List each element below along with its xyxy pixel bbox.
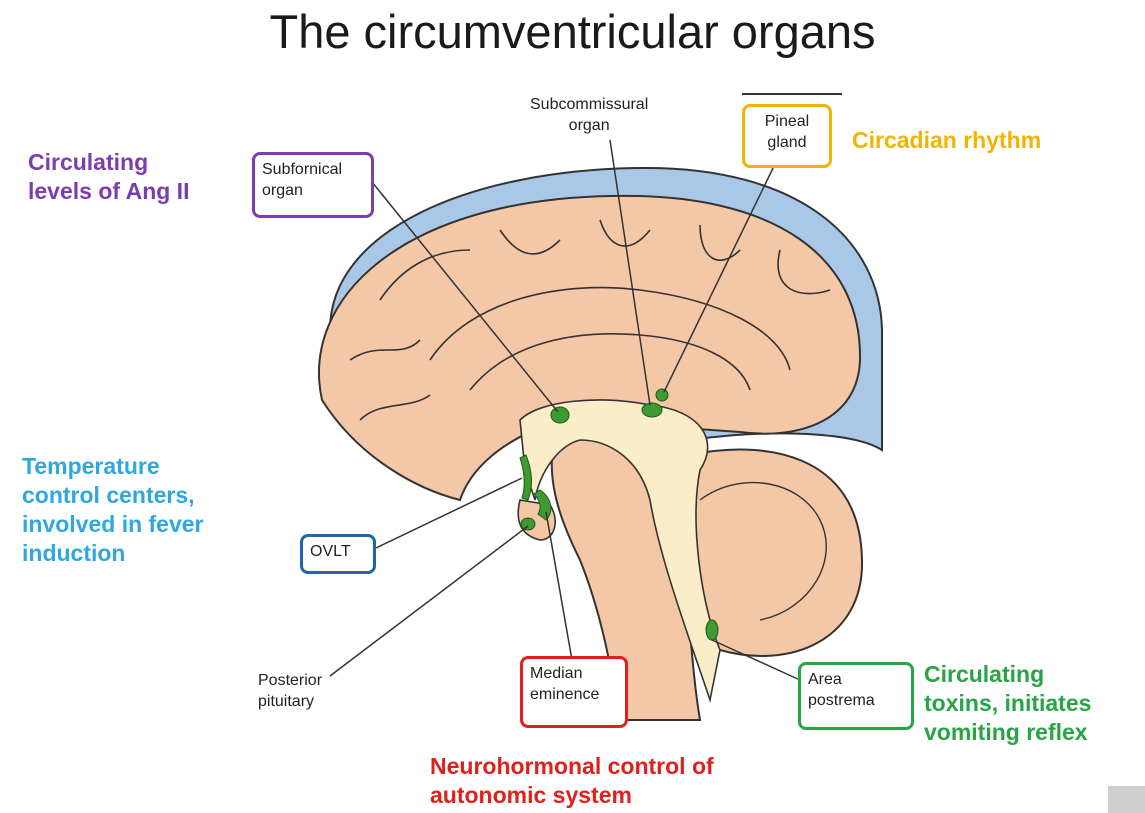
subcommissural-organ-mark bbox=[642, 403, 662, 417]
function-angii-line: levels of Ang II bbox=[28, 177, 189, 206]
label-line: organ bbox=[262, 180, 364, 201]
function-toxins-line: vomiting reflex bbox=[924, 718, 1091, 747]
label-line: Subcommissural bbox=[530, 94, 648, 115]
function-circadian: Circadian rhythm bbox=[852, 126, 1041, 155]
label-subcommissural-organ: Subcommissural organ bbox=[530, 94, 648, 136]
corner-watermark bbox=[1108, 786, 1145, 813]
function-neurohormonal-line: autonomic system bbox=[430, 781, 714, 810]
posterior-pituitary-mark bbox=[521, 518, 535, 530]
label-line: organ bbox=[530, 115, 648, 136]
label-line: Posterior bbox=[258, 670, 322, 691]
function-toxins-line: toxins, initiates bbox=[924, 689, 1091, 718]
label-line: Area bbox=[808, 669, 904, 690]
function-temperature-line: induction bbox=[22, 539, 204, 568]
function-temperature-line: Temperature bbox=[22, 452, 204, 481]
label-line: Pineal bbox=[752, 111, 822, 132]
pineal-gland-mark bbox=[656, 389, 668, 401]
label-line: Median bbox=[530, 663, 618, 684]
label-median-eminence: Median eminence bbox=[520, 656, 628, 728]
function-angii-line: Circulating bbox=[28, 148, 189, 177]
function-toxins-line: Circulating bbox=[924, 660, 1091, 689]
label-line: pituitary bbox=[258, 691, 322, 712]
label-posterior-pituitary: Posterior pituitary bbox=[258, 670, 322, 712]
area-postrema-mark bbox=[706, 620, 718, 640]
label-area-postrema: Area postrema bbox=[798, 662, 914, 730]
label-line: Subfornical bbox=[262, 159, 364, 180]
label-ovlt: OVLT bbox=[300, 534, 376, 574]
function-temperature: Temperature control centers, involved in… bbox=[22, 452, 204, 568]
label-line: eminence bbox=[530, 684, 618, 705]
function-circadian-line: Circadian rhythm bbox=[852, 126, 1041, 155]
function-neurohormonal: Neurohormonal control of autonomic syste… bbox=[430, 752, 714, 810]
label-line: OVLT bbox=[310, 541, 366, 562]
function-angii: Circulating levels of Ang II bbox=[28, 148, 189, 206]
function-neurohormonal-line: Neurohormonal control of bbox=[430, 752, 714, 781]
label-pineal-gland: Pineal gland bbox=[742, 104, 832, 168]
label-line: postrema bbox=[808, 690, 904, 711]
label-line: gland bbox=[752, 132, 822, 153]
function-temperature-line: control centers, bbox=[22, 481, 204, 510]
function-toxins: Circulating toxins, initiates vomiting r… bbox=[924, 660, 1091, 747]
function-temperature-line: involved in fever bbox=[22, 510, 204, 539]
subfornical-organ-mark bbox=[551, 407, 569, 423]
label-subfornical-organ: Subfornical organ bbox=[252, 152, 374, 218]
